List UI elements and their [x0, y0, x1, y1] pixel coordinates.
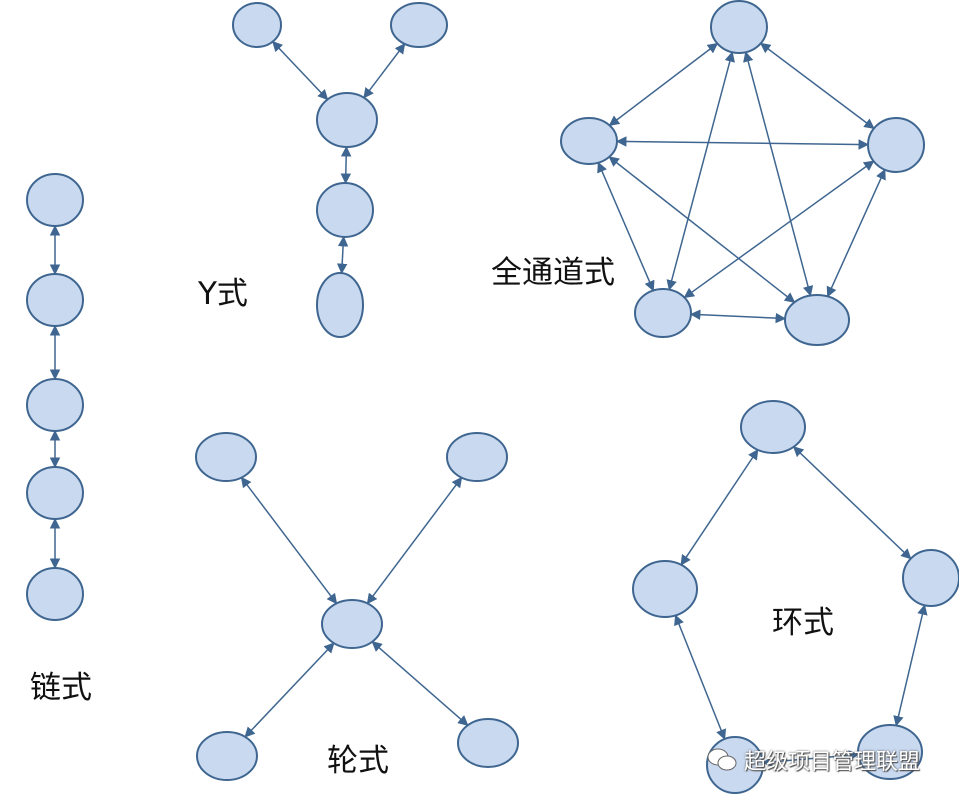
all-channel-edge — [689, 309, 787, 324]
chain-node — [26, 466, 84, 520]
label-ring: 环式 — [772, 605, 834, 641]
ring-node — [740, 400, 806, 454]
chain-node — [26, 273, 84, 327]
label-all-channel: 全通道式 — [491, 255, 615, 291]
y-edge — [363, 43, 406, 99]
ring-node — [857, 724, 923, 780]
wheel-node — [457, 718, 519, 768]
all-channel-node — [784, 294, 850, 346]
ring-node — [632, 560, 698, 618]
wheel-node — [446, 432, 508, 482]
label-y: Y式 — [198, 276, 248, 312]
wechat-icon — [706, 747, 738, 773]
y-node — [316, 92, 378, 148]
label-chain: 链式 — [30, 670, 92, 706]
all-channel-node — [634, 288, 692, 338]
ring-edge — [893, 604, 928, 727]
watermark: 超级项目管理联盟 — [706, 744, 920, 776]
all-channel-node — [560, 117, 618, 165]
wheel-node — [196, 731, 258, 781]
ring-edge — [680, 448, 759, 566]
y-node — [390, 2, 448, 48]
chain-node — [26, 378, 84, 432]
all-channel-edge — [666, 51, 735, 291]
y-node — [316, 272, 364, 338]
y-node — [232, 2, 282, 48]
all-channel-edge — [759, 42, 875, 130]
label-wheel: 轮式 — [327, 743, 389, 779]
all-channel-edge — [608, 42, 719, 127]
wheel-edge — [244, 642, 335, 738]
all-channel-edge — [615, 136, 870, 150]
y-node — [316, 182, 374, 238]
ring-edge — [792, 446, 912, 560]
all-channel-node — [710, 0, 768, 54]
wheel-edge — [366, 476, 463, 605]
y-edge — [336, 235, 349, 275]
all-channel-node — [867, 117, 925, 173]
wheel-edge — [240, 476, 338, 605]
watermark-text: 超级项目管理联盟 — [744, 750, 921, 775]
y-edge — [340, 145, 352, 185]
all-channel-edge — [683, 160, 875, 299]
wheel-edge — [371, 641, 469, 726]
ring-edge — [674, 614, 727, 740]
chain-node — [26, 567, 84, 621]
all-channel-edge — [608, 156, 796, 303]
wheel-node — [321, 599, 383, 649]
all-channel-edge — [826, 168, 886, 298]
all-channel-edge — [743, 51, 814, 297]
y-edge — [272, 40, 329, 101]
ring-node — [902, 549, 959, 607]
ring-edge — [761, 750, 860, 768]
chain-node — [26, 173, 84, 227]
wheel-node — [195, 432, 257, 482]
